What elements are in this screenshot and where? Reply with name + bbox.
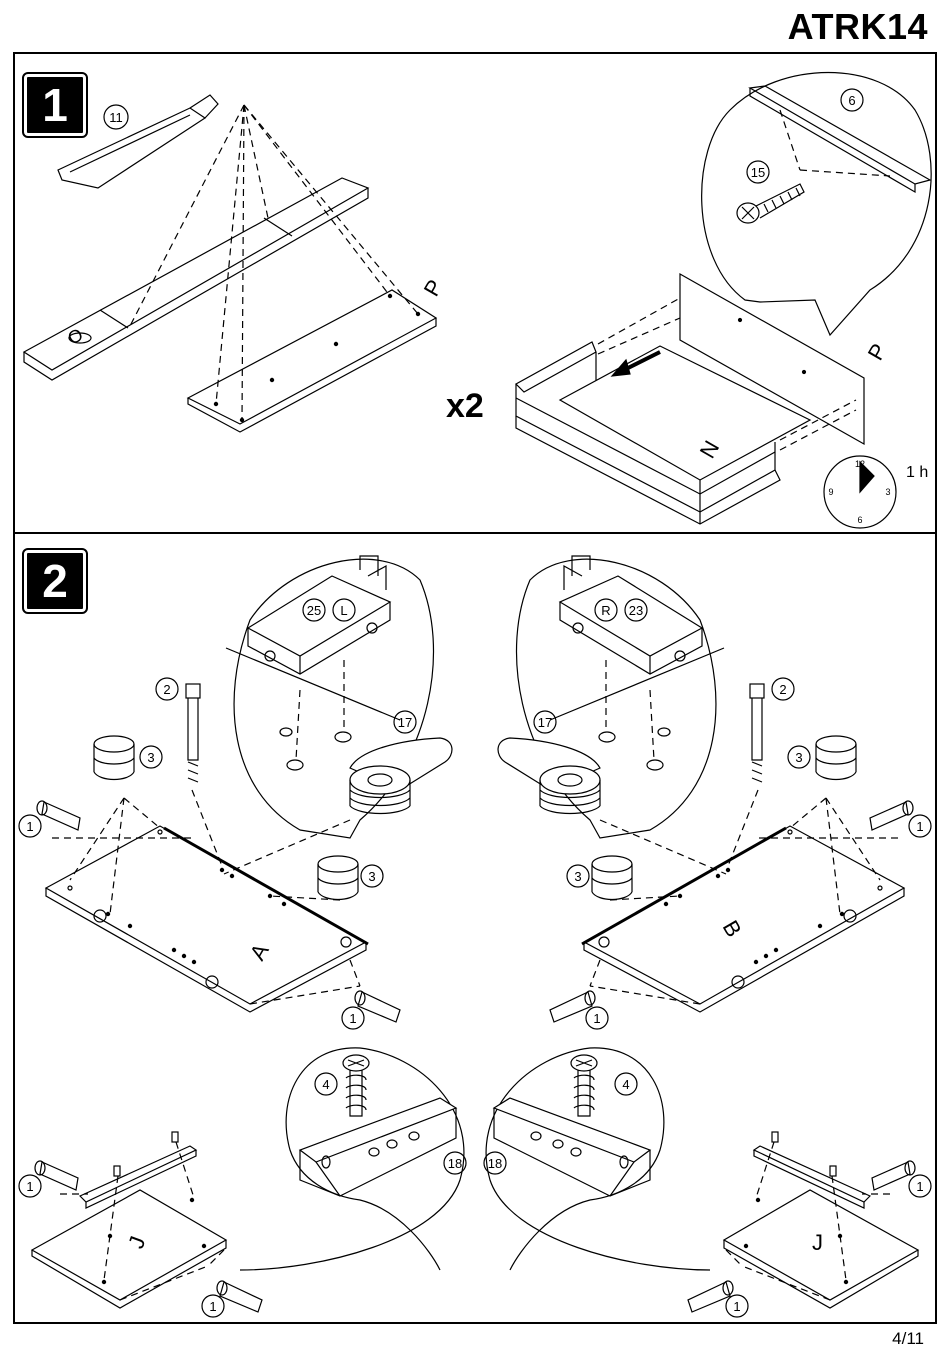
glue-tube-icon: [58, 95, 218, 188]
clock-9: 9: [828, 487, 833, 497]
part-label-1-j-left: 1: [26, 1179, 33, 1194]
part-label-1-right: 1: [916, 819, 923, 834]
part-label-1-j-right: 1: [916, 1179, 923, 1194]
part-label-17-left: 17: [398, 715, 412, 730]
panel-j-left: [32, 1190, 226, 1308]
part-label-1-j-left-b: 1: [209, 1299, 216, 1314]
part-label-4-left: 4: [322, 1077, 329, 1092]
page-number: 4/11: [892, 1329, 924, 1349]
clock-6: 6: [857, 515, 862, 525]
part-label-l: L: [340, 603, 347, 618]
peg-part-1-left-b: [355, 991, 400, 1022]
time-label: 1 h: [906, 464, 928, 481]
clock-12: 12: [855, 459, 865, 469]
panel-letter-p-left: P: [419, 275, 448, 300]
part-label-3-left-b: 3: [368, 869, 375, 884]
peg-part-1-right-b: [550, 991, 595, 1022]
part-label-1-right-b: 1: [593, 1011, 600, 1026]
multiplier-label: x2: [446, 387, 484, 425]
part-label-18-left: 18: [448, 1156, 462, 1171]
part-label-11: 11: [109, 110, 123, 125]
part-label-1-j-right-b: 1: [733, 1299, 740, 1314]
drawer-box: [516, 274, 864, 524]
peg-part-1-right: [870, 801, 913, 830]
panel-letter-j-right: J: [812, 1230, 823, 1255]
cam-part-3-right-b: [592, 856, 632, 900]
part-label-3-left: 3: [147, 750, 154, 765]
clock-3: 3: [885, 487, 890, 497]
part-label-4-right: 4: [622, 1077, 629, 1092]
part-label-18-right: 18: [488, 1156, 502, 1171]
part-label-3-right: 3: [795, 750, 802, 765]
peg-part-1-left: [37, 801, 80, 830]
part-label-17-right: 17: [538, 715, 552, 730]
part-label-23: 23: [629, 603, 643, 618]
part-label-3-right-b: 3: [574, 869, 581, 884]
bolt-part-2-right: [750, 684, 764, 782]
panel-a: [46, 826, 368, 1012]
part-label-1-left-b: 1: [349, 1011, 356, 1026]
bolt-part-2-left: [186, 684, 200, 782]
part-label-r: R: [601, 603, 610, 618]
part-label-2-left: 2: [163, 682, 170, 697]
part-label-25: 25: [307, 603, 321, 618]
panel-letter-p-right: P: [863, 339, 892, 364]
part-label-6: 6: [848, 93, 855, 108]
part-label-1-left: 1: [26, 819, 33, 834]
cam-part-3-left-b: [318, 856, 358, 900]
panel-b: [582, 826, 904, 1012]
part-label-2-right: 2: [779, 682, 786, 697]
part-label-15: 15: [751, 165, 765, 180]
cam-part-3-left: [94, 736, 134, 780]
cam-part-3-right: [816, 736, 856, 780]
